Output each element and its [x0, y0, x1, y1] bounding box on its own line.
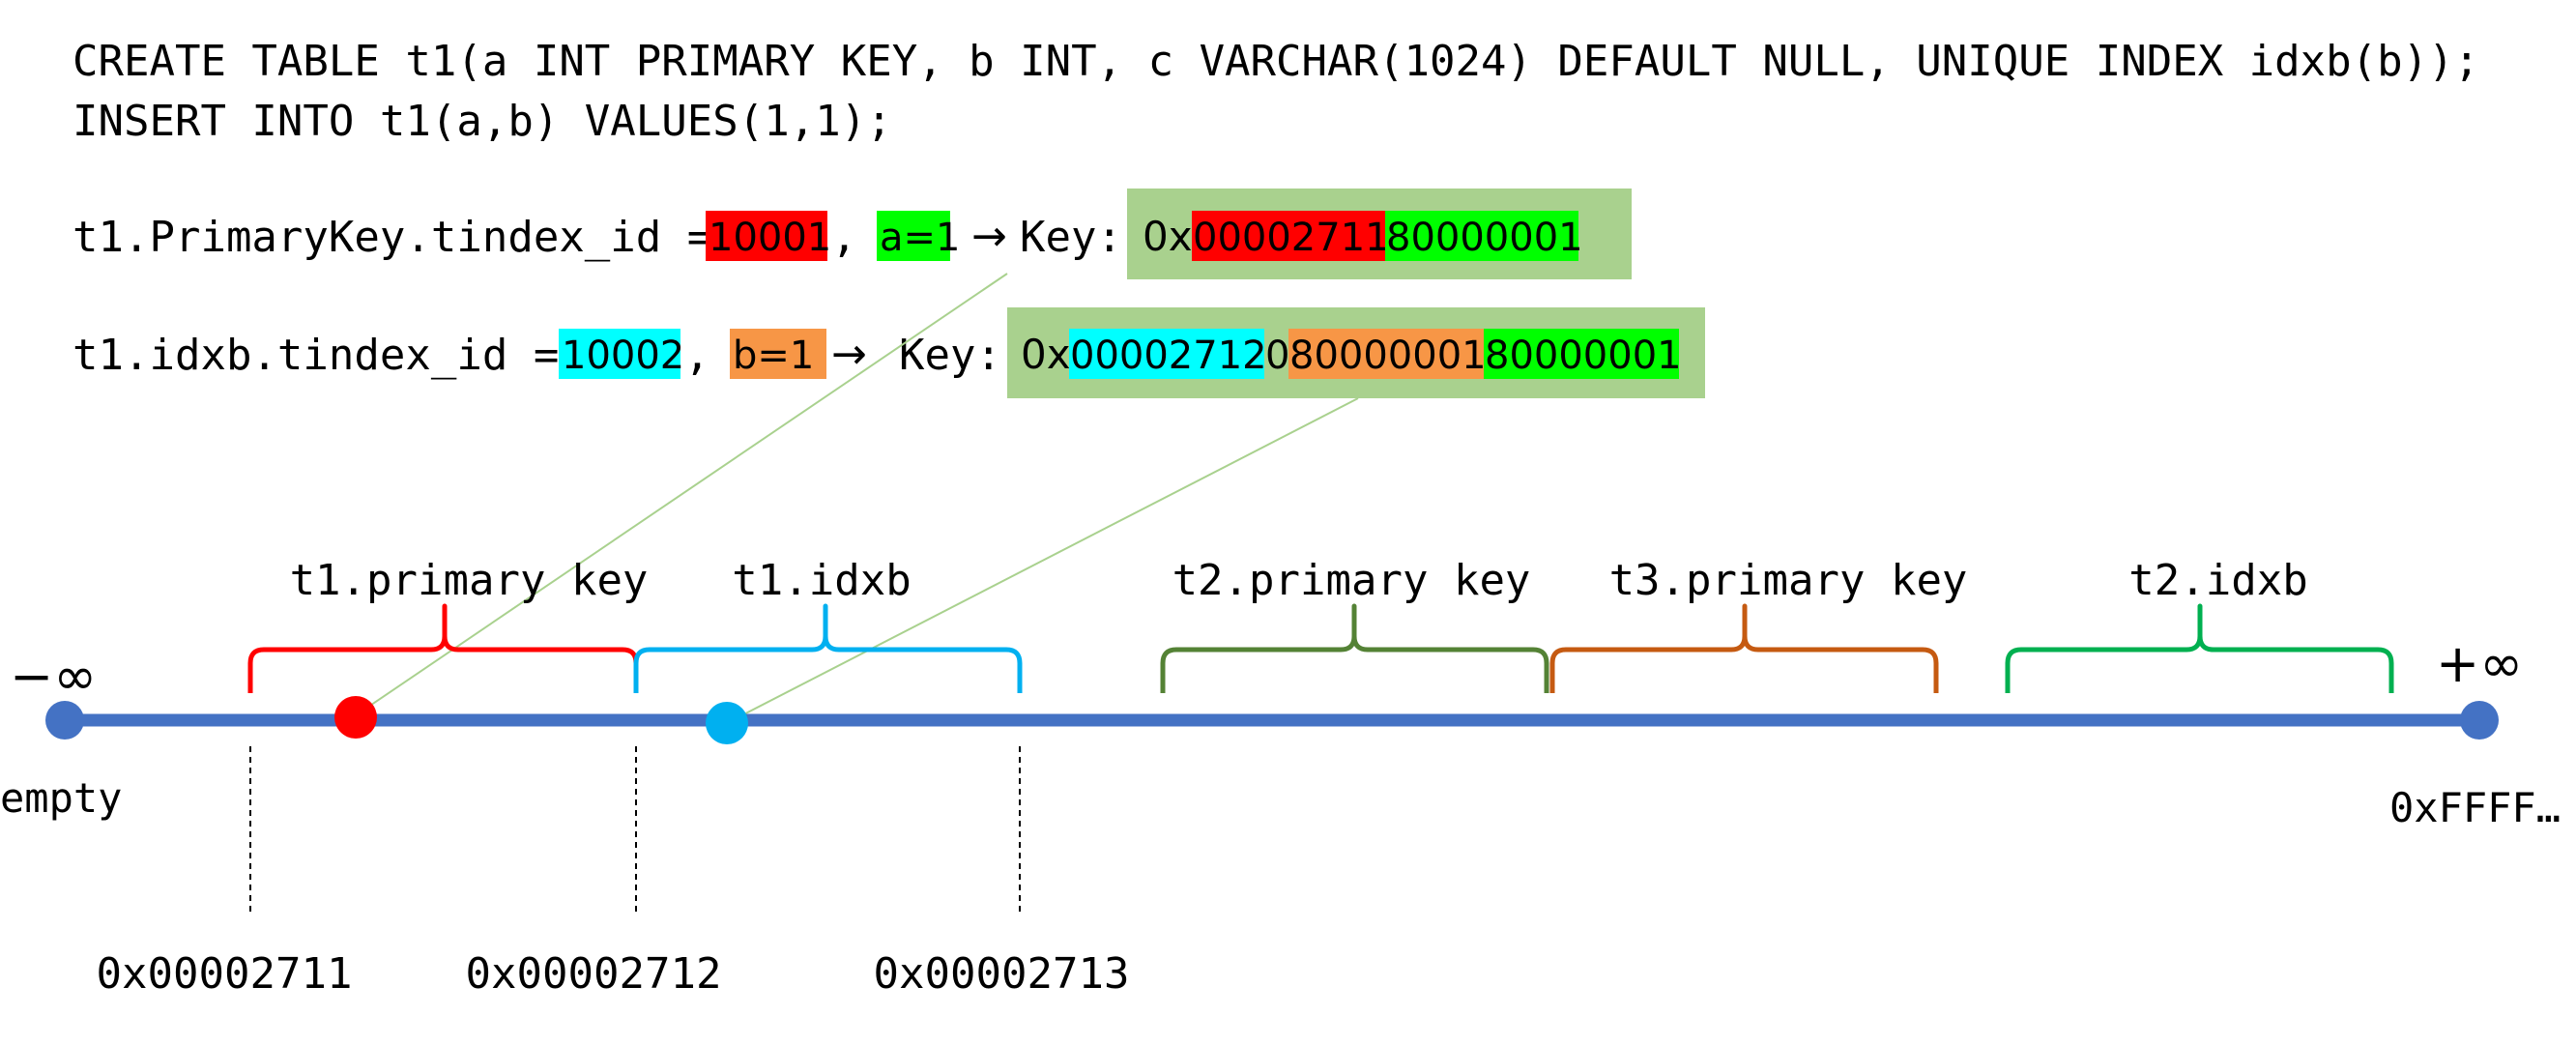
primary-key-encoding-row: t1.PrimaryKey.tindex_id = 10001 , a=1 → … [72, 189, 1632, 279]
pos-infinity-label: +∞ [2436, 633, 2523, 694]
idx-key-tindex-part: 00002712 [1070, 334, 1267, 378]
idx-field-highlight [730, 329, 826, 379]
idx-key-index-value-part: 80000001 [1289, 334, 1487, 378]
pk-field-value: a=1 [880, 216, 960, 260]
pk-arrow: → [971, 212, 1007, 261]
pk-key-connector [355, 273, 1008, 716]
pk-separator: , [831, 213, 857, 262]
idx-tindex-highlight [559, 329, 680, 379]
pk-field-highlight [877, 211, 950, 261]
boundary-label-00002713: 0x00002713 [874, 949, 1130, 999]
empty-key-label: empty [0, 774, 122, 822]
idx-key-handle-part: 80000001 [1485, 334, 1682, 378]
brace-t2-primary-key [1160, 603, 1549, 693]
idx-key-index-value-highlight [1288, 329, 1484, 379]
range-label-t2-primary-key: t2.primary key [1172, 556, 1531, 605]
idx-key-prefix: 0x [1021, 331, 1071, 378]
idx-tindex-label: t1.idxb.tindex_id = [72, 331, 559, 380]
idx-key-connector [726, 397, 1359, 724]
idx-separator: , [684, 331, 710, 380]
brace-t1-idxb [633, 603, 1023, 693]
t1-idxb-row-point [706, 702, 748, 744]
t1-primary-key-row-point [334, 696, 377, 739]
neg-infinity-label: −∞ [10, 646, 97, 707]
pk-key-value-part-highlight [1385, 211, 1578, 261]
pk-key-value-part: 80000001 [1386, 216, 1583, 260]
sql-create-statement: CREATE TABLE t1(a INT PRIMARY KEY, b INT… [72, 37, 2479, 86]
range-label-t1-idxb: t1.idxb [732, 556, 911, 605]
axis-end-point [2460, 701, 2499, 740]
pk-key-prefix: 0x [1143, 213, 1193, 260]
idx-key-separator-part: 0 [1265, 334, 1289, 378]
idx-tindex-value: 10002 [562, 334, 684, 378]
boundary-label-00002711: 0x00002711 [97, 949, 353, 999]
max-key-label: 0xFFFF… [2389, 784, 2561, 831]
pk-key-tindex-part: 00002711 [1193, 216, 1390, 260]
pk-tindex-highlight [706, 211, 827, 261]
pk-tindex-label: t1.PrimaryKey.tindex_id = [72, 213, 712, 262]
range-label-t2-idxb: t2.idxb [2128, 556, 2307, 605]
range-label-t1-primary-key: t1.primary key [290, 556, 649, 605]
boundary-label-00002712: 0x00002712 [466, 949, 722, 999]
brace-t3-primary-key [1549, 603, 1939, 693]
idx-arrow: → [831, 330, 867, 379]
sql-insert-statement: INSERT INTO t1(a,b) VALUES(1,1); [72, 97, 892, 146]
pk-key-tindex-part-highlight [1192, 211, 1385, 261]
idx-field-value: b=1 [733, 334, 814, 378]
brace-t1-primary-key [247, 603, 639, 693]
index-encoding-row: t1.idxb.tindex_id = 10002 , b=1 → Key: 0… [72, 307, 1705, 398]
brace-t2-idxb [2005, 603, 2394, 693]
idx-key-handle-highlight [1484, 329, 1679, 379]
idx-key-tindex-part-highlight [1069, 329, 1264, 379]
pk-tindex-value: 10001 [709, 216, 831, 260]
pk-key-label: Key: [1020, 213, 1122, 262]
idx-key-label: Key: [899, 331, 1001, 380]
axis-start-point [45, 701, 84, 740]
range-label-t3-primary-key: t3.primary key [1609, 556, 1968, 605]
